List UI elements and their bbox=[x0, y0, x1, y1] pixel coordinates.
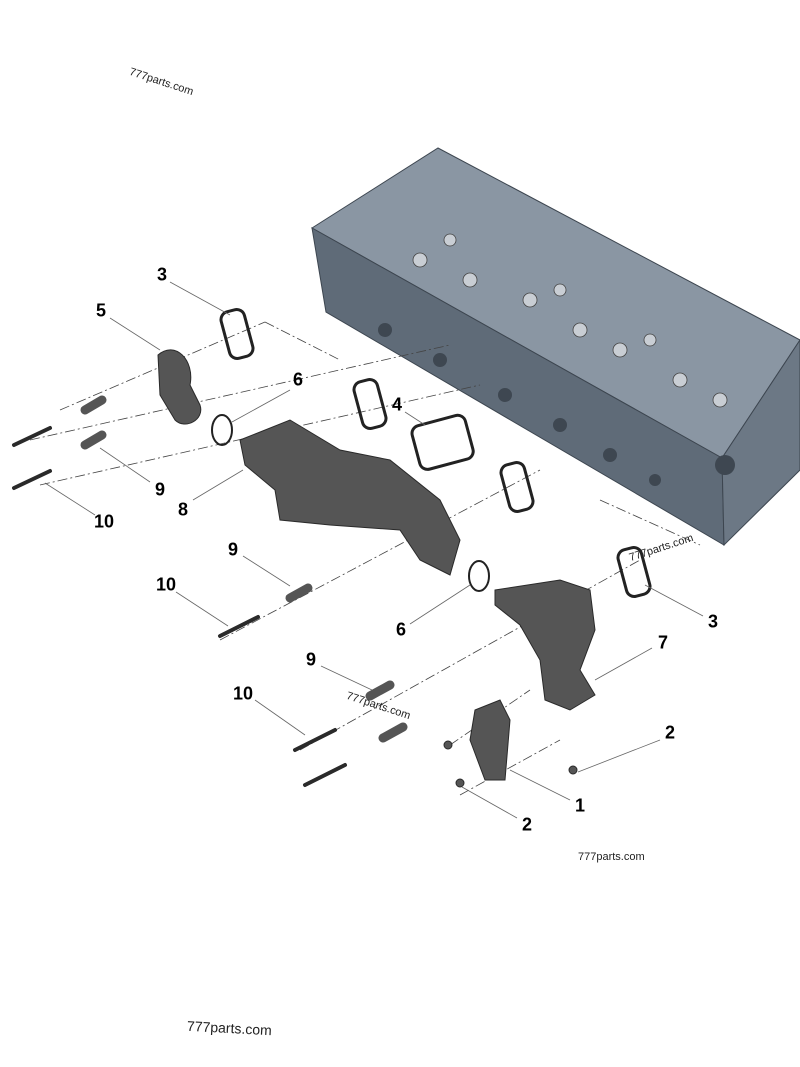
callout-10: 10 bbox=[232, 683, 254, 704]
manifolds bbox=[157, 349, 596, 781]
callout-6: 6 bbox=[395, 619, 407, 640]
callout-6: 6 bbox=[292, 369, 304, 390]
callout-10: 10 bbox=[93, 511, 115, 532]
callout-1: 1 bbox=[574, 795, 586, 816]
callout-3: 3 bbox=[707, 611, 719, 632]
callout-3: 3 bbox=[156, 264, 168, 285]
callout-9: 9 bbox=[227, 539, 239, 560]
callout-5: 5 bbox=[95, 300, 107, 321]
callout-2: 2 bbox=[521, 814, 533, 835]
fasteners bbox=[12, 395, 578, 788]
gaskets bbox=[219, 308, 652, 598]
o-rings bbox=[211, 414, 490, 592]
callout-7: 7 bbox=[657, 632, 669, 653]
callout-4: 4 bbox=[391, 394, 403, 415]
cylinder-head bbox=[311, 147, 800, 547]
leader-lines bbox=[44, 281, 704, 819]
callout-2: 2 bbox=[664, 722, 676, 743]
callout-9: 9 bbox=[305, 649, 317, 670]
callout-9: 9 bbox=[154, 479, 166, 500]
callout-10: 10 bbox=[155, 574, 177, 595]
watermark: 777parts.com bbox=[578, 851, 645, 863]
callout-8: 8 bbox=[177, 499, 189, 520]
